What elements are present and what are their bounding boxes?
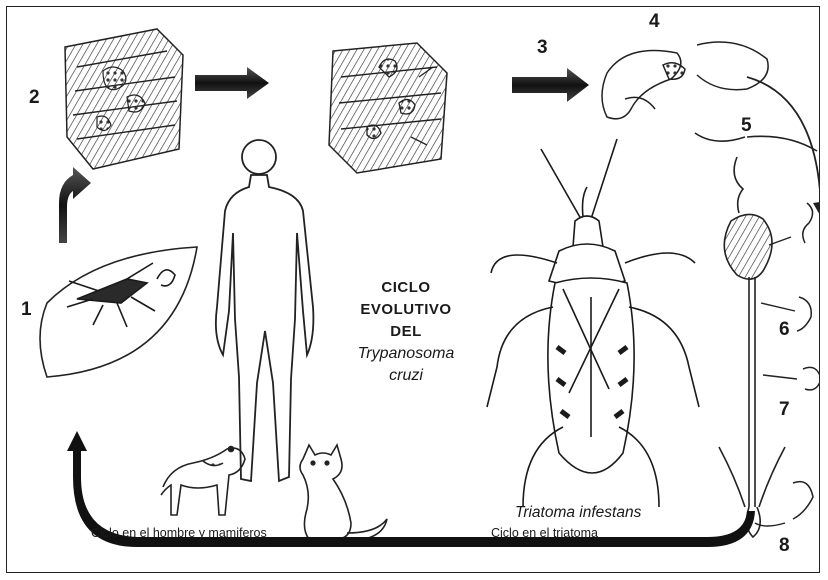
human-cycle-caption: Ciclo en el hombre y mamiferos <box>91 526 267 540</box>
diagram-frame: 2 3 4 5 1 6 7 8 CICLO EVOLUTIVO DEL Tryp… <box>6 6 820 573</box>
vector-cycle-caption: Ciclo en el triatoma <box>491 526 598 540</box>
return-arrow <box>7 7 820 573</box>
